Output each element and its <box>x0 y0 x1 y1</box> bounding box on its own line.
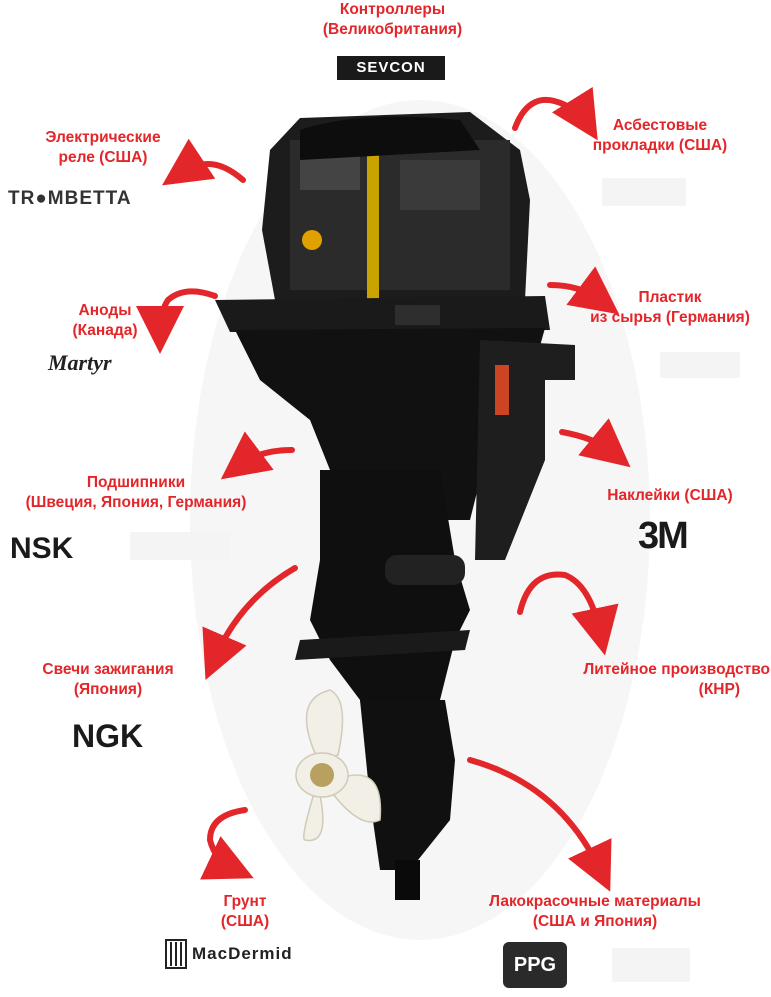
trombetta-logo: TR●MBETTA <box>8 188 132 209</box>
label-plastic: Пластик из сырья (Германия) <box>590 289 750 327</box>
curved-arrow-icon <box>136 288 218 354</box>
sevcon-logo: SEVCON <box>337 56 445 80</box>
curved-arrow-icon <box>512 86 598 141</box>
label-anodes: Аноды (Канада) <box>72 302 138 340</box>
label-asbestos-gaskets: Асбестовые прокладки (США) <box>592 117 728 155</box>
faint-logo <box>130 532 230 560</box>
ppg-logo: PPG <box>503 942 567 988</box>
label-controllers: Контроллеры (Великобритания) <box>322 1 463 39</box>
martyr-logo: Martyr <box>48 350 112 375</box>
label-foundry: Литейное производство (КНР) <box>583 661 770 699</box>
macdermid-emblem-icon <box>165 939 187 969</box>
curved-arrow-icon <box>547 266 620 315</box>
label-paints: Лакокрасочные материалы (США и Япония) <box>489 893 701 931</box>
label-spark-plugs: Свечи зажигания (Япония) <box>42 661 174 699</box>
nsk-logo: NSK <box>10 532 74 565</box>
curved-arrow-icon <box>200 807 254 880</box>
faint-logo <box>602 178 686 206</box>
macdermid-logo: MacDermid <box>165 938 345 972</box>
faint-logo <box>612 948 690 982</box>
ngk-logo: NGK <box>72 718 144 754</box>
3m-logo: 3M <box>638 515 689 557</box>
label-bearings: Подшипники (Швеция, Япония, Германия) <box>25 474 247 512</box>
label-stickers: Наклейки (США) <box>607 487 733 504</box>
curved-arrow-icon <box>220 431 295 480</box>
curved-arrow-icon <box>202 565 298 681</box>
label-primer: Грунт (США) <box>220 893 270 931</box>
curved-arrow-icon <box>559 418 631 468</box>
faint-logo <box>660 352 740 378</box>
curved-arrow-icon <box>517 571 619 656</box>
curved-arrow-icon <box>467 757 612 892</box>
label-electric-relays: Электрические реле (США) <box>45 129 161 167</box>
curved-arrow-icon <box>162 138 246 186</box>
